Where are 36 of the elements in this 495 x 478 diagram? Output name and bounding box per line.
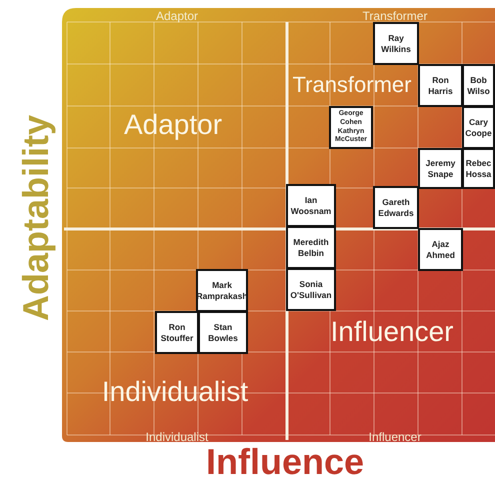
quadrant-title: Influencer — [330, 318, 454, 346]
person-name: Gareth Edwards — [377, 196, 415, 218]
name-card — [198, 311, 248, 354]
quadrant-label: Influencer — [368, 431, 422, 443]
name-card — [286, 268, 336, 311]
person-name: Ian Woosnam — [290, 194, 332, 216]
person-name: Bob Wilso — [466, 74, 491, 96]
person-name: Sonia O'Sullivan — [289, 278, 333, 300]
person-name: Ajaz Ahmed — [425, 238, 456, 260]
axis-title: Influence — [206, 444, 364, 478]
name-card — [373, 22, 419, 65]
person-name: Ron Stouffer — [160, 322, 194, 344]
person-name: Cary Coope — [464, 116, 493, 138]
quadrant-title: Individualist — [102, 378, 248, 406]
person-name: Ron Harris — [427, 74, 454, 96]
name-card — [286, 226, 336, 269]
name-card — [418, 64, 463, 107]
axis-title: Adaptability — [18, 115, 54, 321]
person-name: Jeremy Snape — [424, 158, 456, 180]
person-name: Meredith Belbin — [292, 236, 330, 258]
quadrant-title: Adaptor — [124, 111, 222, 139]
quadrant-title: Transformer — [292, 74, 412, 96]
quadrant-label: Individualist — [146, 431, 208, 443]
name-card — [418, 228, 463, 271]
person-name: Stan Bowles — [207, 322, 239, 344]
name-card — [155, 311, 199, 354]
quadrant-label: Transformer — [362, 10, 428, 22]
person-name: Rebec Hossa — [464, 158, 492, 180]
name-card — [462, 148, 495, 189]
name-card — [418, 148, 463, 189]
quadrant-label: Adaptor — [156, 10, 198, 22]
name-card — [462, 64, 495, 107]
name-card — [462, 106, 495, 149]
name-card — [373, 186, 419, 229]
person-name: Ray Wilkins — [380, 32, 412, 54]
name-card — [286, 184, 336, 227]
